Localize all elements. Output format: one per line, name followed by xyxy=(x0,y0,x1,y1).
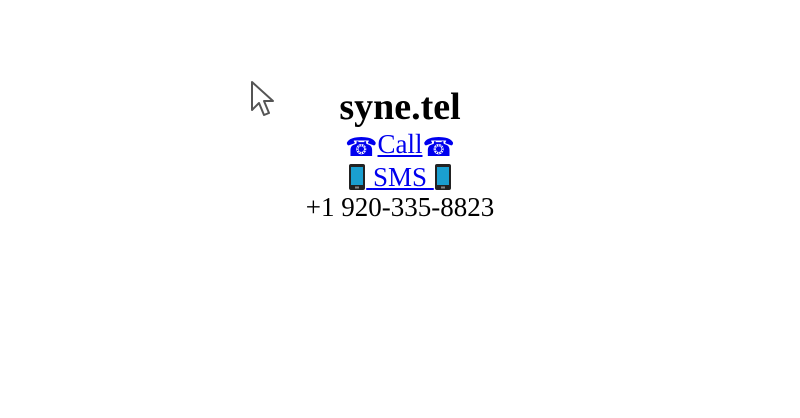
telephone-icon: ☎ xyxy=(422,133,455,163)
sms-link-label: SMS xyxy=(372,162,428,192)
call-row: ☎Call☎ xyxy=(0,130,800,163)
telephone-icon: ☎ xyxy=(345,133,378,163)
sms-link[interactable]: SMS xyxy=(348,162,452,192)
phone-number: +1 920-335-8823 xyxy=(305,192,495,222)
mobile-phone-icon xyxy=(349,164,366,190)
call-link[interactable]: ☎Call☎ xyxy=(345,129,455,163)
mouse-cursor-icon xyxy=(251,81,274,116)
mobile-phone-icon xyxy=(434,164,451,190)
sms-row: SMS xyxy=(0,163,800,192)
contact-card: syne.tel ☎Call☎ SMS +1 920- xyxy=(0,84,800,222)
page-title: syne.tel xyxy=(339,86,461,128)
call-link-label: Call xyxy=(377,129,423,159)
